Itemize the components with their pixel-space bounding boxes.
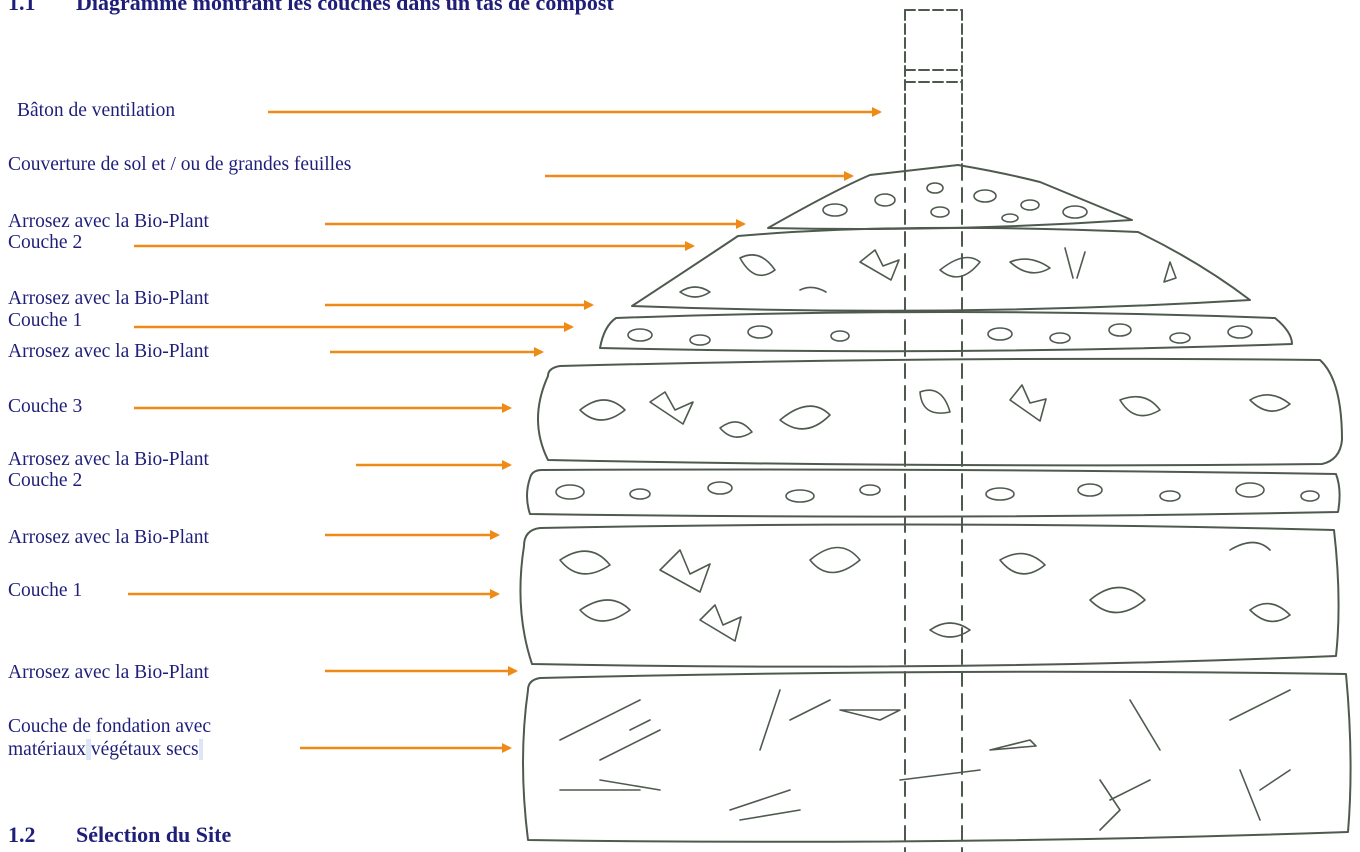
label-arrows — [0, 0, 1360, 852]
